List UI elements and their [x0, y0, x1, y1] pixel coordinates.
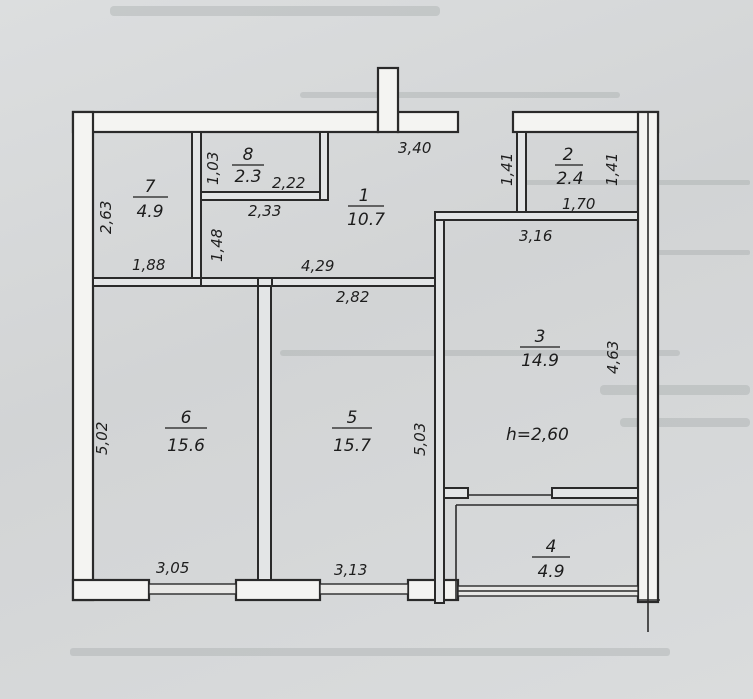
- dim-1-48: 1,48: [208, 229, 226, 262]
- dim-1-88: 1,88: [132, 256, 165, 274]
- dim-5-03: 5,03: [411, 423, 429, 456]
- svg-text:7: 7: [145, 177, 156, 197]
- dim-1-41-left: 1,41: [498, 153, 516, 186]
- dim-3-16: 3,16: [519, 227, 552, 245]
- inner-partitions: [92, 131, 639, 604]
- room-label-6: 6 15.6: [165, 408, 207, 456]
- svg-text:4.9: 4.9: [136, 202, 163, 222]
- windows: [148, 583, 639, 597]
- svg-text:4.9: 4.9: [537, 562, 564, 582]
- room-label-7: 7 4.9: [133, 177, 168, 222]
- balcony-outline: [455, 112, 660, 632]
- dim-3-40: 3,40: [398, 139, 431, 157]
- dim-4-29: 4,29: [301, 257, 334, 275]
- svg-text:5: 5: [347, 408, 358, 428]
- svg-text:2.4: 2.4: [556, 169, 583, 189]
- svg-text:6: 6: [181, 408, 192, 428]
- dim-2-63: 2,63: [97, 201, 115, 234]
- svg-text:2: 2: [563, 145, 574, 165]
- svg-text:10.7: 10.7: [347, 210, 385, 230]
- room-label-2: 2 2.4: [555, 145, 584, 189]
- svg-text:2.3: 2.3: [234, 167, 261, 187]
- svg-text:14.9: 14.9: [521, 351, 559, 371]
- dim-3-13: 3,13: [334, 561, 367, 579]
- room-label-8: 8 2.3: [232, 145, 264, 187]
- outer-walls: [71, 66, 660, 604]
- dim-1-03: 1,03: [204, 152, 222, 185]
- svg-text:1: 1: [359, 186, 370, 206]
- room-label-4: 4 4.9: [532, 537, 570, 582]
- dim-1-70: 1,70: [562, 195, 595, 213]
- room-label-3: 3 14.9: [520, 327, 560, 371]
- dimension-labels: 3,40 1,41 1,41 1,70 1,03 2,22 2,33 2,63 …: [93, 139, 622, 579]
- svg-text:8: 8: [243, 145, 254, 165]
- svg-text:15.7: 15.7: [333, 436, 371, 456]
- svg-text:15.6: 15.6: [167, 436, 205, 456]
- dim-3-05: 3,05: [156, 559, 189, 577]
- dim-4-63: 4,63: [604, 341, 622, 374]
- dim-1-41-right: 1,41: [603, 153, 621, 186]
- dim-2-82: 2,82: [336, 288, 369, 306]
- ceiling-height: h=2,60: [506, 425, 569, 445]
- dim-2-22: 2,22: [272, 174, 305, 192]
- dim-2-33: 2,33: [248, 202, 281, 220]
- room-label-1: 1 10.7: [347, 186, 385, 230]
- dim-5-02: 5,02: [93, 422, 111, 455]
- svg-text:4: 4: [546, 537, 557, 557]
- svg-text:3: 3: [535, 327, 546, 347]
- room-label-5: 5 15.7: [332, 408, 372, 456]
